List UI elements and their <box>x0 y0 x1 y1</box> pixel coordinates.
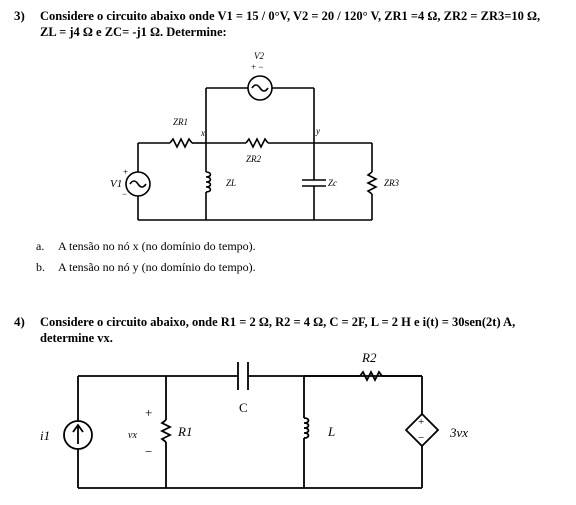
label-vx-minus: − <box>145 444 153 459</box>
label-zr1: ZR1 <box>173 117 189 127</box>
dep-source-minus: − <box>418 432 425 444</box>
label-v2-polarity: + − <box>251 62 264 72</box>
label-zl: ZL <box>226 178 237 188</box>
label-r2: R2 <box>362 350 377 365</box>
q3-item-b-text: A tensão no nó y (no domínio do tempo). <box>58 260 256 274</box>
label-node-y: y <box>316 126 320 136</box>
label-v2: V2 <box>254 51 264 61</box>
label-dependent-source: 3vx <box>450 425 469 440</box>
label-zc: Zc <box>328 178 337 188</box>
label-vx-plus: + <box>145 405 153 420</box>
dep-source-plus: + <box>418 416 425 428</box>
label-r1: R1 <box>178 424 193 439</box>
q4-statement-line2: determine vx. <box>40 331 113 345</box>
label-zr2: ZR2 <box>246 154 262 164</box>
label-node-x: x <box>201 128 205 138</box>
label-v1-plus: + <box>123 167 129 177</box>
q3-number: 3) <box>14 8 25 23</box>
q4-number: 4) <box>14 314 25 329</box>
label-v1: V1 <box>110 178 123 190</box>
label-l: L <box>328 424 336 439</box>
label-c: C <box>239 400 248 415</box>
q3-statement-line1: Considere o circuito abaixo onde V1 = 15… <box>40 9 541 23</box>
q3-item-a-text: A tensão no nó x (no domínio do tempo). <box>58 239 256 253</box>
label-zr3: ZR3 <box>384 178 400 188</box>
q3-item-a-marker: a. <box>36 239 45 253</box>
label-v1-minus: − <box>122 189 128 199</box>
label-i1: i1 <box>40 428 51 443</box>
q4-statement-line1: Considere o circuito abaixo, onde R1 = 2… <box>40 315 516 329</box>
q3-item-b-marker: b. <box>36 260 45 274</box>
q3-statement-line2: ZL = j4 Ω e ZC= -j1 Ω. Determine: <box>40 25 227 39</box>
label-vx: vx <box>128 430 137 441</box>
